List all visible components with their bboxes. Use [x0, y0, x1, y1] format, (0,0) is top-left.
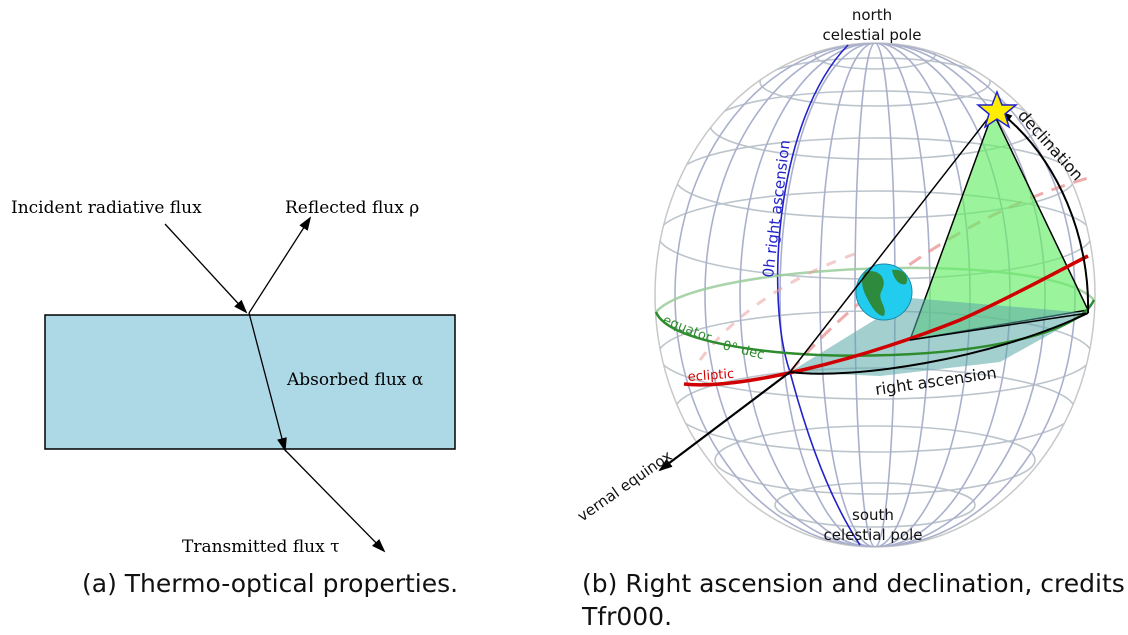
- north-celestial-pole-label-2: celestial pole: [823, 26, 922, 44]
- south-celestial-pole-label-1: south: [852, 506, 894, 524]
- south-celestial-pole-label-2: celestial pole: [824, 526, 923, 544]
- star-icon: [975, 89, 1019, 129]
- transmitted-flux-label: Transmitted flux τ: [182, 537, 340, 557]
- zero-dec-label: 0° dec: [721, 338, 766, 363]
- vernal-equinox-arrow: [658, 371, 791, 472]
- panel-a-diagram: Incident radiative flux Reflected flux ρ…: [11, 198, 456, 557]
- ecliptic-front: [683, 254, 1089, 387]
- zero-hour-right-ascension-label: 0h right ascension: [759, 139, 794, 279]
- panel-b-celestial-sphere: north celestial pole south celestial pol…: [574, 6, 1096, 548]
- absorbed-flux-label: Absorbed flux α: [286, 370, 424, 390]
- declination-arc: [998, 110, 1090, 314]
- transmitted-ray: [284, 449, 386, 553]
- vernal-equinox-label: vernal equinox: [574, 447, 675, 526]
- panel-b-caption-line1: (b) Right ascension and declination, cre…: [582, 569, 1128, 598]
- refracted-ray: [248, 312, 287, 452]
- panel-b-caption-line2: Tfr000.: [582, 602, 673, 631]
- zero-hour-meridian: [776, 44, 861, 546]
- ra-radius-line: [909, 312, 1089, 341]
- incident-flux-label: Incident radiative flux: [11, 198, 202, 218]
- north-celestial-pole-label-1: north: [852, 6, 892, 24]
- reflected-ray: [248, 216, 312, 314]
- reflected-flux-label: Reflected flux ρ: [285, 198, 419, 218]
- right-ascension-arc: [789, 312, 1089, 375]
- earth-icon: [855, 263, 913, 321]
- ecliptic-back-left: [698, 250, 861, 361]
- star-direction-line: [789, 111, 994, 373]
- incident-ray: [164, 223, 248, 314]
- ecliptic-label: ecliptic: [687, 367, 734, 385]
- material-slab: [44, 314, 456, 450]
- panel-a-caption: (a) Thermo-optical properties.: [82, 569, 459, 598]
- ecliptic-back: [788, 176, 1089, 373]
- right-ascension-wedge: [790, 298, 1088, 376]
